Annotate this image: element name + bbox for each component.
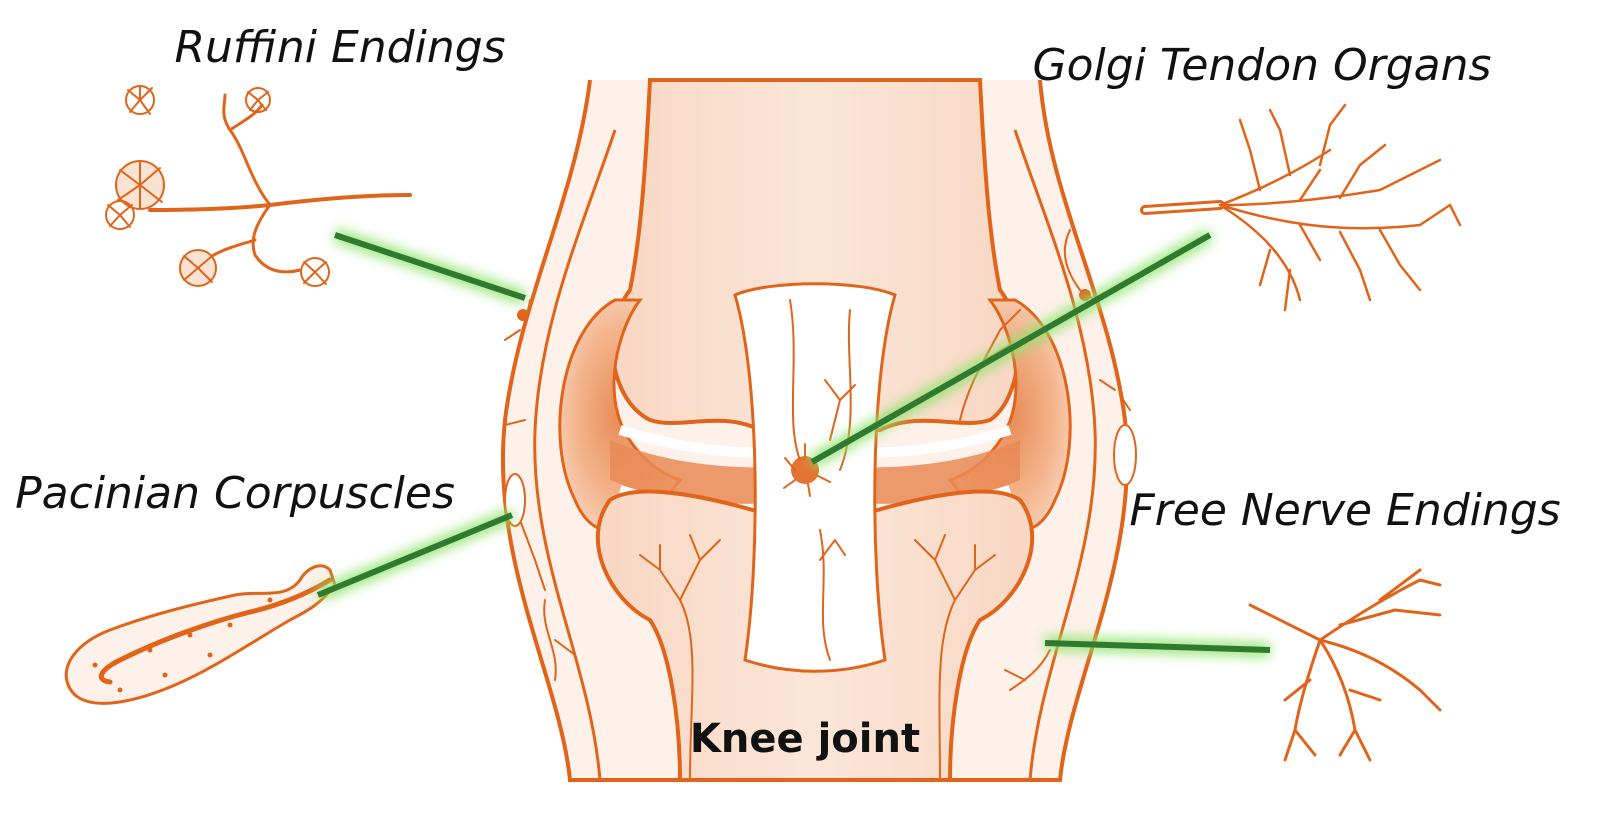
ruffini-tuft-1 [125,85,155,115]
ruffini-tuft-2 [245,87,271,113]
pacinian-corpuscle-icon [64,564,337,705]
leader-golgi [810,232,1212,465]
pacinian-label: Pacinian Corpuscles [15,468,455,519]
free-nerve-ending-icon [1248,568,1442,762]
ruffini-tuft-3 [115,160,165,210]
leader-pacinian [316,512,514,598]
capsule-ruffini-left [517,309,529,321]
joint-capsule-inner [533,129,617,781]
ruffini-tuft-4 [105,200,135,230]
tibia-nerve-left [639,534,721,781]
joint-capsule-inner-right [1013,129,1097,781]
joint-title: Knee joint [690,716,920,762]
ruffini-tuft-5 [179,249,217,287]
ligament-fiber-1 [789,299,801,461]
ruffini-ending-icon [105,85,412,287]
leader-lines [315,228,1271,657]
ruffini-tuft-6 [300,257,330,287]
ligament-fiber-3 [819,529,831,661]
knee-joint: Knee joint [500,78,1137,782]
golgi-tendon-organ-icon [1140,103,1462,312]
leader-ruffini [334,232,526,301]
free-nerve-label: Free Nerve Endings [1129,485,1560,536]
tibia-nerve-right [914,534,996,781]
ruffini-label: Ruffini Endings [174,22,505,73]
capsule-nerve-left [504,299,576,681]
leader-free-nerve [1044,640,1271,653]
ligament-nerve-branch [819,379,856,561]
capsule-corpuscle-right [1113,424,1137,486]
golgi-label: Golgi Tendon Organs [1033,40,1492,91]
